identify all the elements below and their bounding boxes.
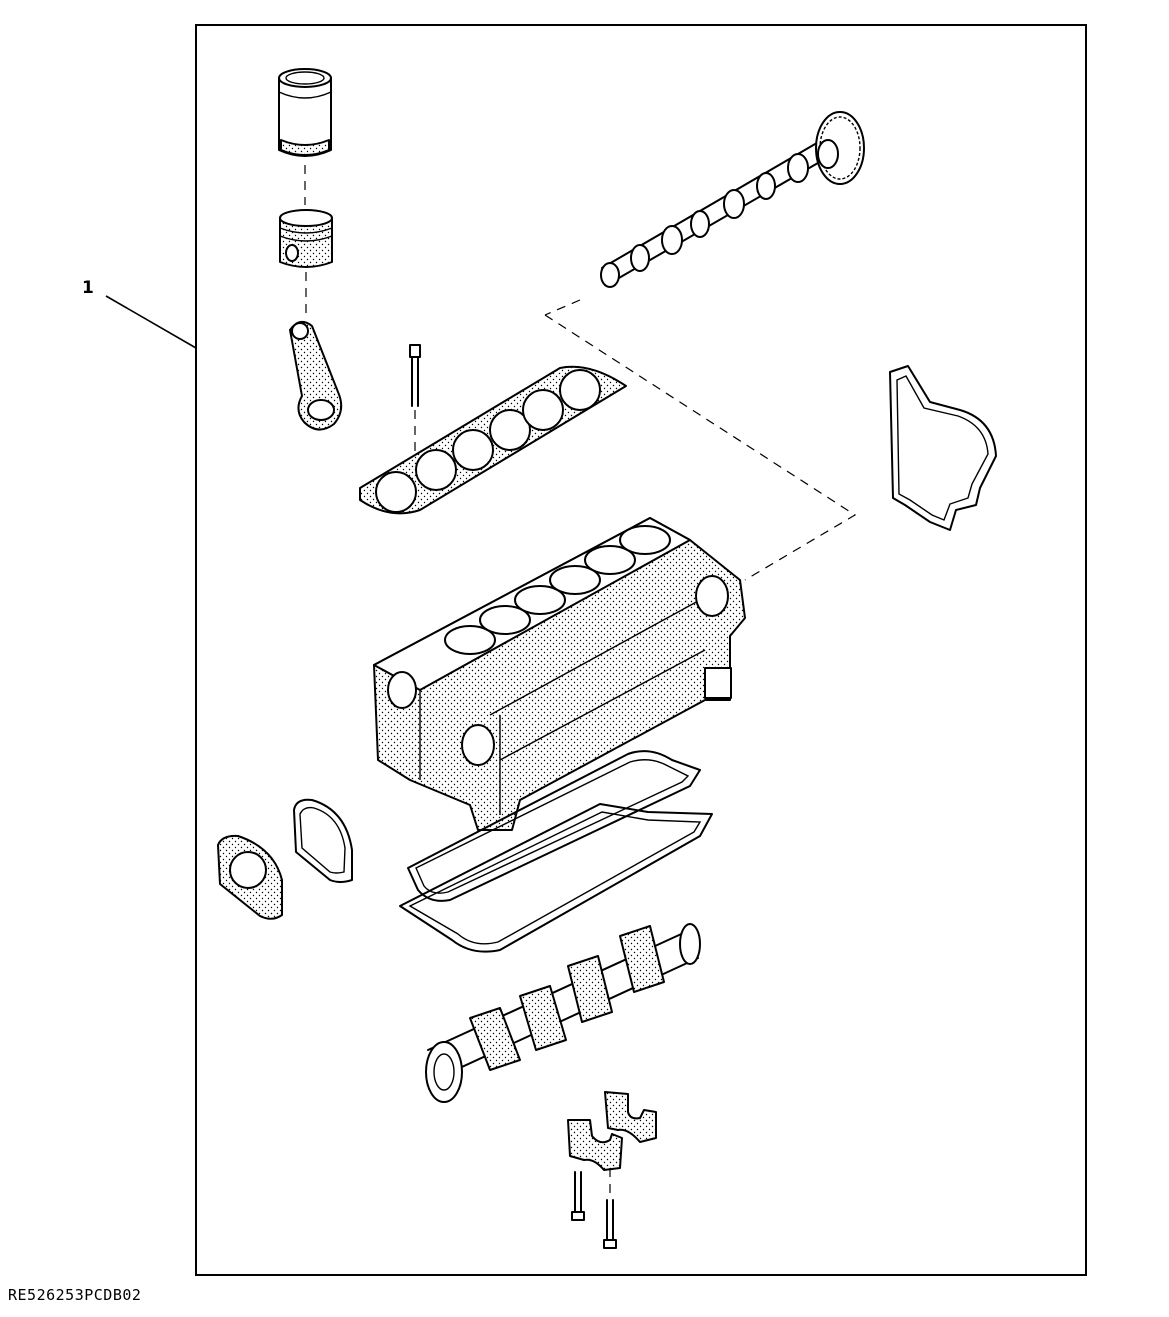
- gasket-leader-line: [544, 299, 581, 316]
- rear-seal-gasket: [293, 798, 353, 883]
- cylinder-head-bolt: [409, 344, 421, 407]
- main-bearing-cap-2: [567, 1119, 623, 1171]
- callout-leader: [105, 295, 197, 349]
- piston: [279, 209, 333, 268]
- drawing-code: RE526253PCDB02: [8, 1286, 142, 1304]
- cylinder-liner: [278, 68, 332, 157]
- camshaft-leader-line: [544, 314, 857, 581]
- main-bearing-cap-1: [604, 1091, 657, 1143]
- rear-crankshaft-seal: [217, 834, 283, 920]
- oil-pan-gasket: [399, 750, 713, 953]
- camshaft: [600, 111, 865, 288]
- engine-block: [373, 517, 746, 831]
- cylinder-head-gasket: [359, 365, 627, 515]
- timing-cover-gasket: [889, 365, 997, 531]
- crankshaft: [425, 923, 701, 1103]
- main-cap-bolt-1: [571, 1171, 585, 1221]
- callout-label: 1: [82, 278, 94, 298]
- connecting-rod: [289, 320, 343, 431]
- drawing-frame: [195, 24, 1087, 1276]
- main-cap-bolt-2: [603, 1199, 617, 1249]
